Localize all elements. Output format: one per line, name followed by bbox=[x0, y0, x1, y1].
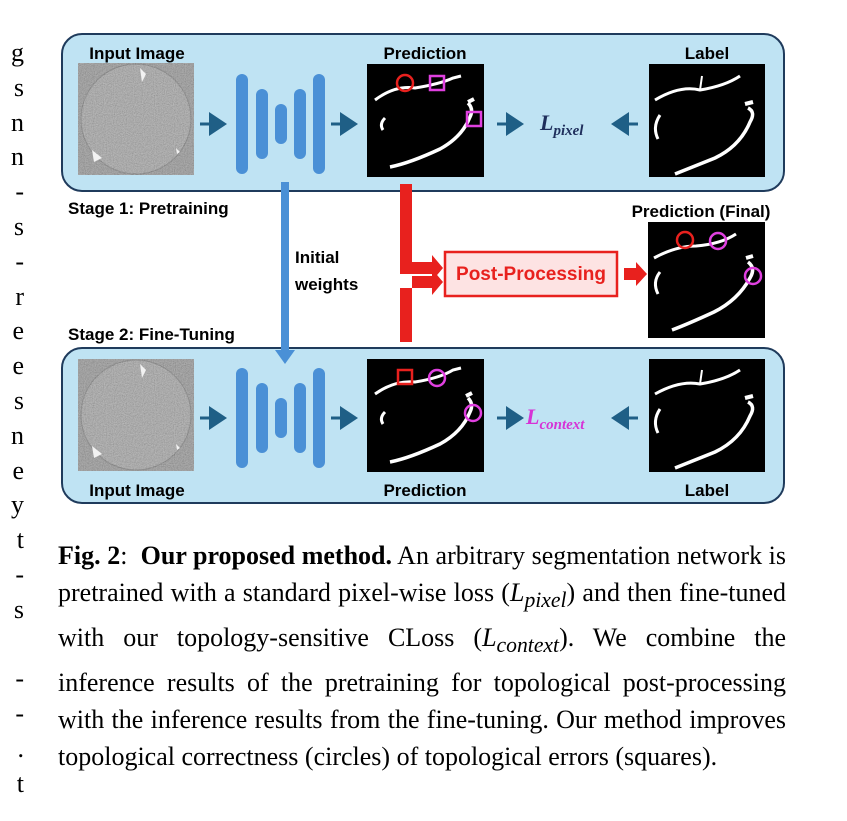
stage2-prediction-label: Prediction bbox=[383, 481, 466, 500]
margin-fragment: r bbox=[15, 281, 24, 311]
margin-fragment: g bbox=[11, 38, 24, 67]
margin-fragment: e bbox=[12, 455, 24, 485]
final-prediction-image bbox=[648, 222, 765, 338]
post-processing-label: Post-Processing bbox=[456, 264, 606, 285]
caption-text-1: An arbitrary segmentation network is pre… bbox=[58, 541, 787, 607]
caption-lpixel: Lpixel bbox=[509, 578, 567, 613]
margin-fragment: s bbox=[13, 72, 24, 102]
stage2-input-image bbox=[78, 359, 194, 471]
margin-fragment: - bbox=[15, 664, 24, 694]
margin-fragment: t bbox=[16, 525, 24, 555]
caption-lcontext: Lcontext bbox=[482, 623, 560, 658]
stage2-title: Stage 2: Fine-Tuning bbox=[68, 325, 235, 344]
margin-fragment: y bbox=[11, 490, 24, 520]
stage2-magenta-circle-1 bbox=[427, 368, 447, 388]
stage2-red-square bbox=[396, 368, 414, 386]
margin-fragment: s bbox=[13, 594, 24, 624]
final-magenta-circle-2 bbox=[743, 266, 763, 286]
method-figure: Input Image Prediction Lpixel Label bbox=[61, 33, 785, 504]
margin-fragment: . bbox=[17, 733, 25, 763]
initial-weights-arrowhead bbox=[275, 350, 295, 364]
margin-fragment: - bbox=[15, 177, 24, 207]
stage1-prediction-image bbox=[367, 64, 484, 177]
figure-caption: Fig. 2: Our proposed method. An arbitrar… bbox=[58, 537, 786, 775]
final-prediction-label: Prediction (Final) bbox=[632, 202, 771, 221]
final-magenta-circle-1 bbox=[708, 231, 728, 251]
margin-fragment: n bbox=[11, 107, 24, 137]
stage1-label-image bbox=[649, 64, 765, 177]
stage2-network-icon bbox=[236, 368, 325, 468]
stage2-loss: Lcontext bbox=[525, 404, 585, 433]
margin-fragment bbox=[0, 628, 24, 663]
margin-fragment: s bbox=[13, 211, 24, 241]
stage2-label-image bbox=[649, 359, 765, 472]
stage2-prediction-image bbox=[367, 359, 484, 472]
stage2-input-label: Input Image bbox=[89, 481, 184, 500]
stage1-input-label: Input Image bbox=[89, 44, 184, 63]
stage1-input-image bbox=[78, 63, 194, 175]
margin-fragment: e bbox=[12, 316, 24, 346]
caption-fig-number: Fig. 2 bbox=[58, 541, 121, 570]
stage1-prediction-label: Prediction bbox=[383, 44, 466, 63]
stage1-red-circle bbox=[395, 73, 415, 93]
initial-weights-label-line2: weights bbox=[294, 275, 358, 294]
caption-text-2: ) and then fine-tuned with our topology-… bbox=[58, 578, 786, 653]
margin-fragment: n bbox=[11, 142, 24, 172]
margin-fragment: s bbox=[13, 385, 24, 415]
stage1-loss: Lpixel bbox=[539, 110, 584, 139]
margin-fragment: e bbox=[12, 351, 24, 381]
margin-fragment: - bbox=[15, 699, 24, 729]
stage1-network-icon bbox=[236, 74, 325, 174]
stage2-magenta-circle-2 bbox=[463, 403, 483, 423]
stage1-label-label: Label bbox=[685, 44, 729, 63]
margin-fragment: n bbox=[11, 420, 24, 450]
caption-text-3: ). We combine the inference results of t… bbox=[58, 623, 787, 772]
caption-colon: : bbox=[120, 541, 128, 570]
margin-fragment: - bbox=[15, 246, 24, 276]
red-arrow-from-stage1 bbox=[400, 184, 443, 281]
initial-weights-label-line1: Initial bbox=[295, 248, 339, 267]
caption-heading: Our proposed method. bbox=[140, 541, 392, 570]
margin-fragment: - bbox=[15, 559, 24, 589]
stage1-title: Stage 1: Pretraining bbox=[68, 199, 229, 218]
final-red-circle bbox=[675, 230, 695, 250]
red-arrow-from-stage2 bbox=[400, 269, 443, 342]
stage1-magenta-square-2 bbox=[465, 110, 483, 128]
stage1-magenta-square-1 bbox=[428, 74, 446, 92]
post-processing-box bbox=[443, 250, 619, 298]
margin-fragment: t bbox=[16, 768, 24, 798]
stage2-label-label: Label bbox=[685, 481, 729, 500]
red-arrow-to-final bbox=[624, 262, 647, 286]
